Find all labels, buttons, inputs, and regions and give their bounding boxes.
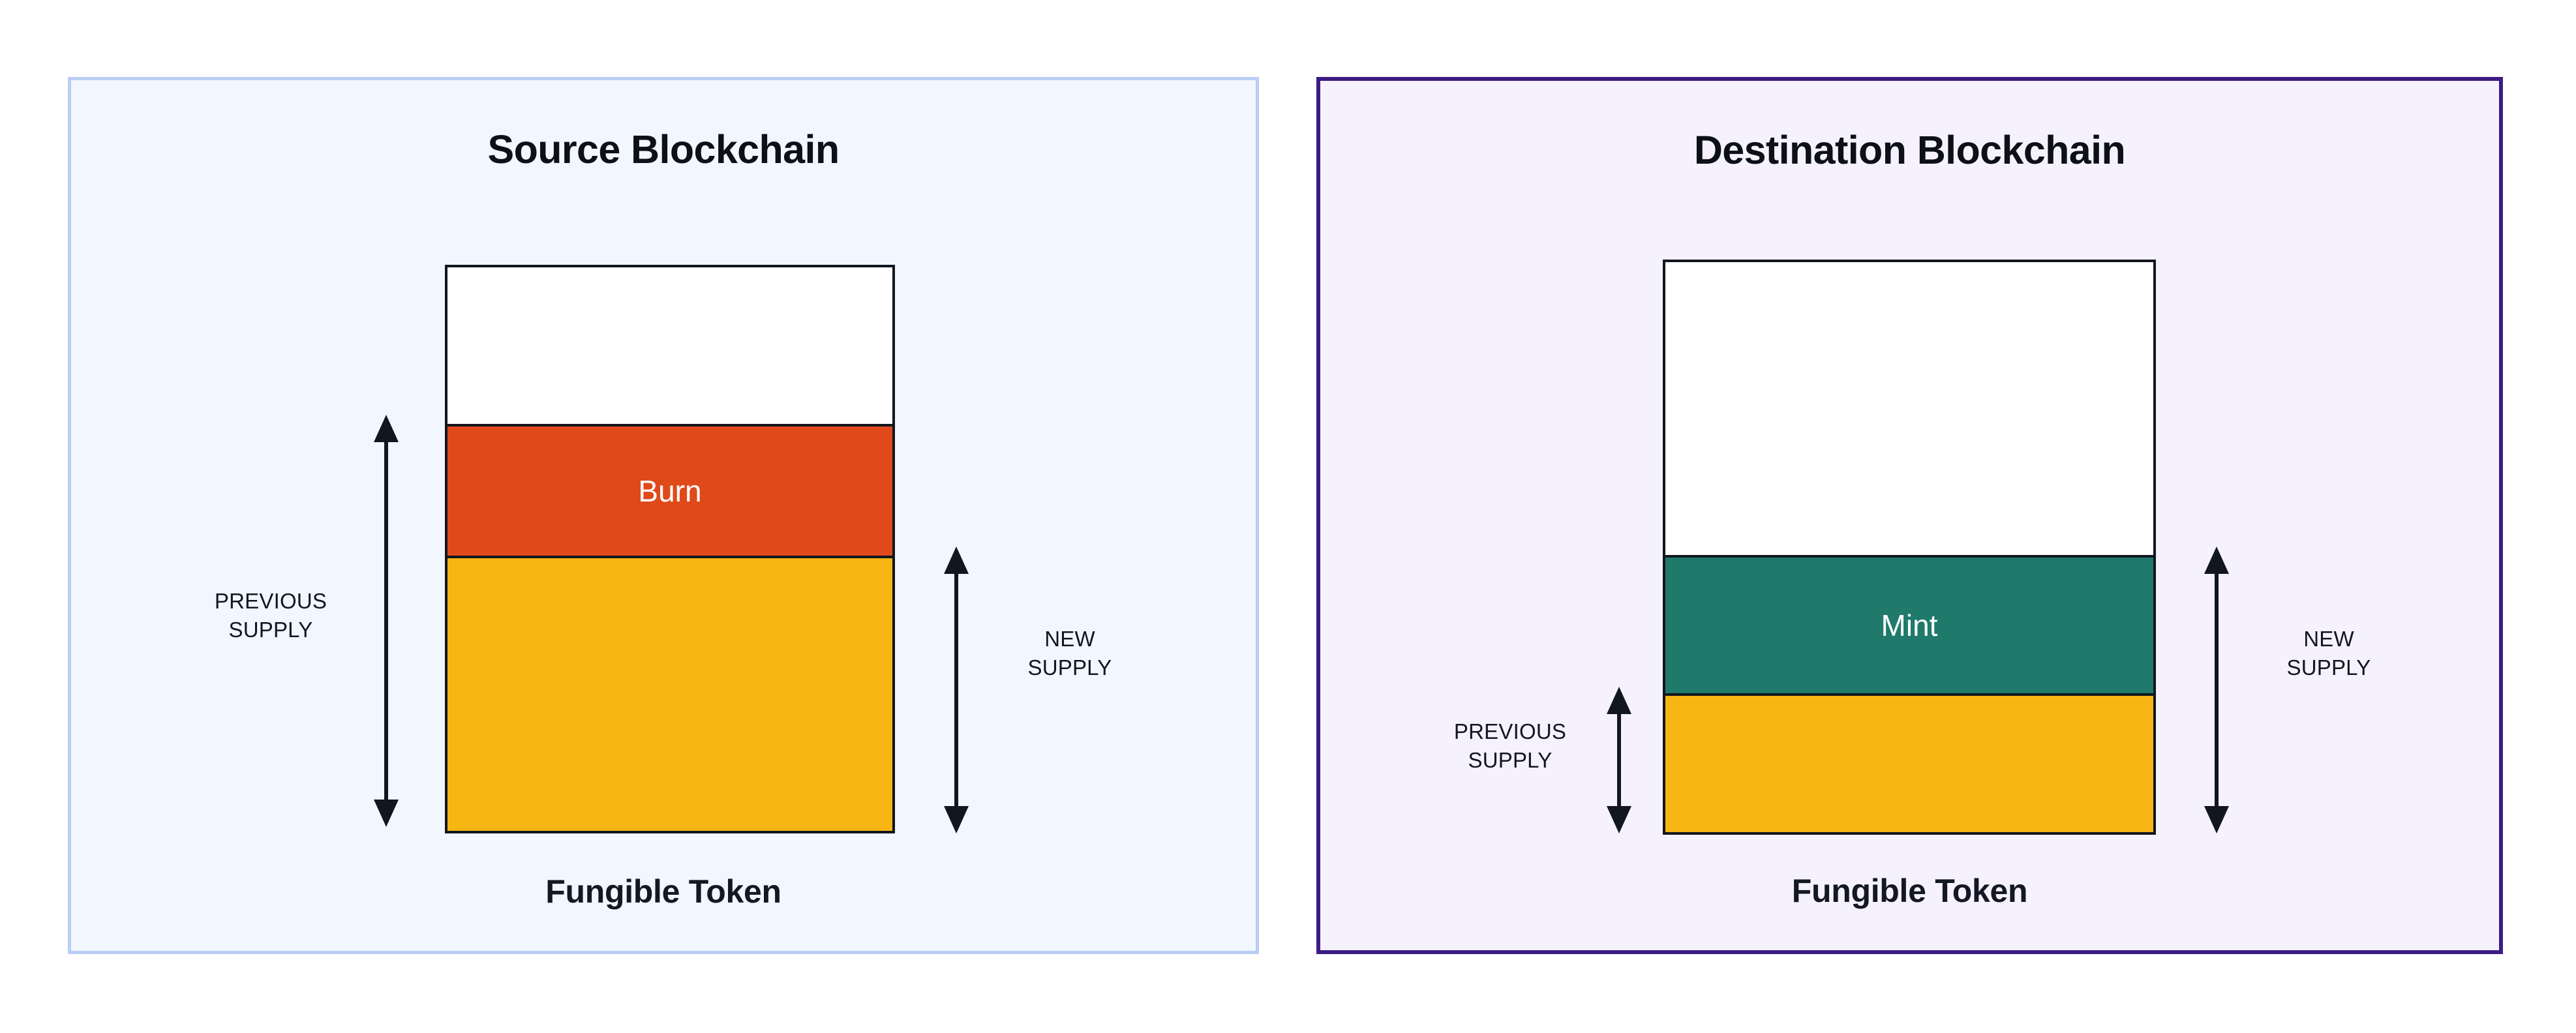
token-supply-bar-destination: Mint: [1663, 260, 2156, 835]
measure-label-new-supply-destination: NEW SUPPLY: [2286, 627, 2371, 680]
measure-label-previous-supply-destination: PREVIOUS SUPPLY: [1453, 719, 1567, 772]
bar-segment-burn: Burn: [447, 424, 892, 558]
bar-segment-remaining-supply-destination: [1665, 696, 2153, 832]
bar-segment-unused-destination: [1665, 262, 2153, 555]
token-supply-bar-source: Burn: [445, 265, 895, 833]
measure-arrow-new-supply-source: [942, 546, 971, 833]
measure-arrow-previous-supply-source: [372, 415, 401, 827]
measure-arrow-previous-supply-destination: [1605, 687, 1633, 833]
bar-segment-unused-source: [447, 267, 892, 424]
measure-label-previous-supply-source: PREVIOUS SUPPLY: [214, 589, 327, 642]
measure-arrow-new-supply-destination: [2202, 546, 2231, 833]
bar-segment-remaining-supply-source: [447, 558, 892, 831]
measure-label-new-supply-source: NEW SUPPLY: [1027, 627, 1112, 680]
panel-title-destination: Destination Blockchain: [1693, 128, 2126, 172]
bar-segment-mint: Mint: [1665, 555, 2153, 696]
panel-footer-source: Fungible Token: [545, 873, 781, 910]
panel-title-source: Source Blockchain: [487, 127, 840, 172]
panel-footer-destination: Fungible Token: [1791, 873, 2028, 909]
